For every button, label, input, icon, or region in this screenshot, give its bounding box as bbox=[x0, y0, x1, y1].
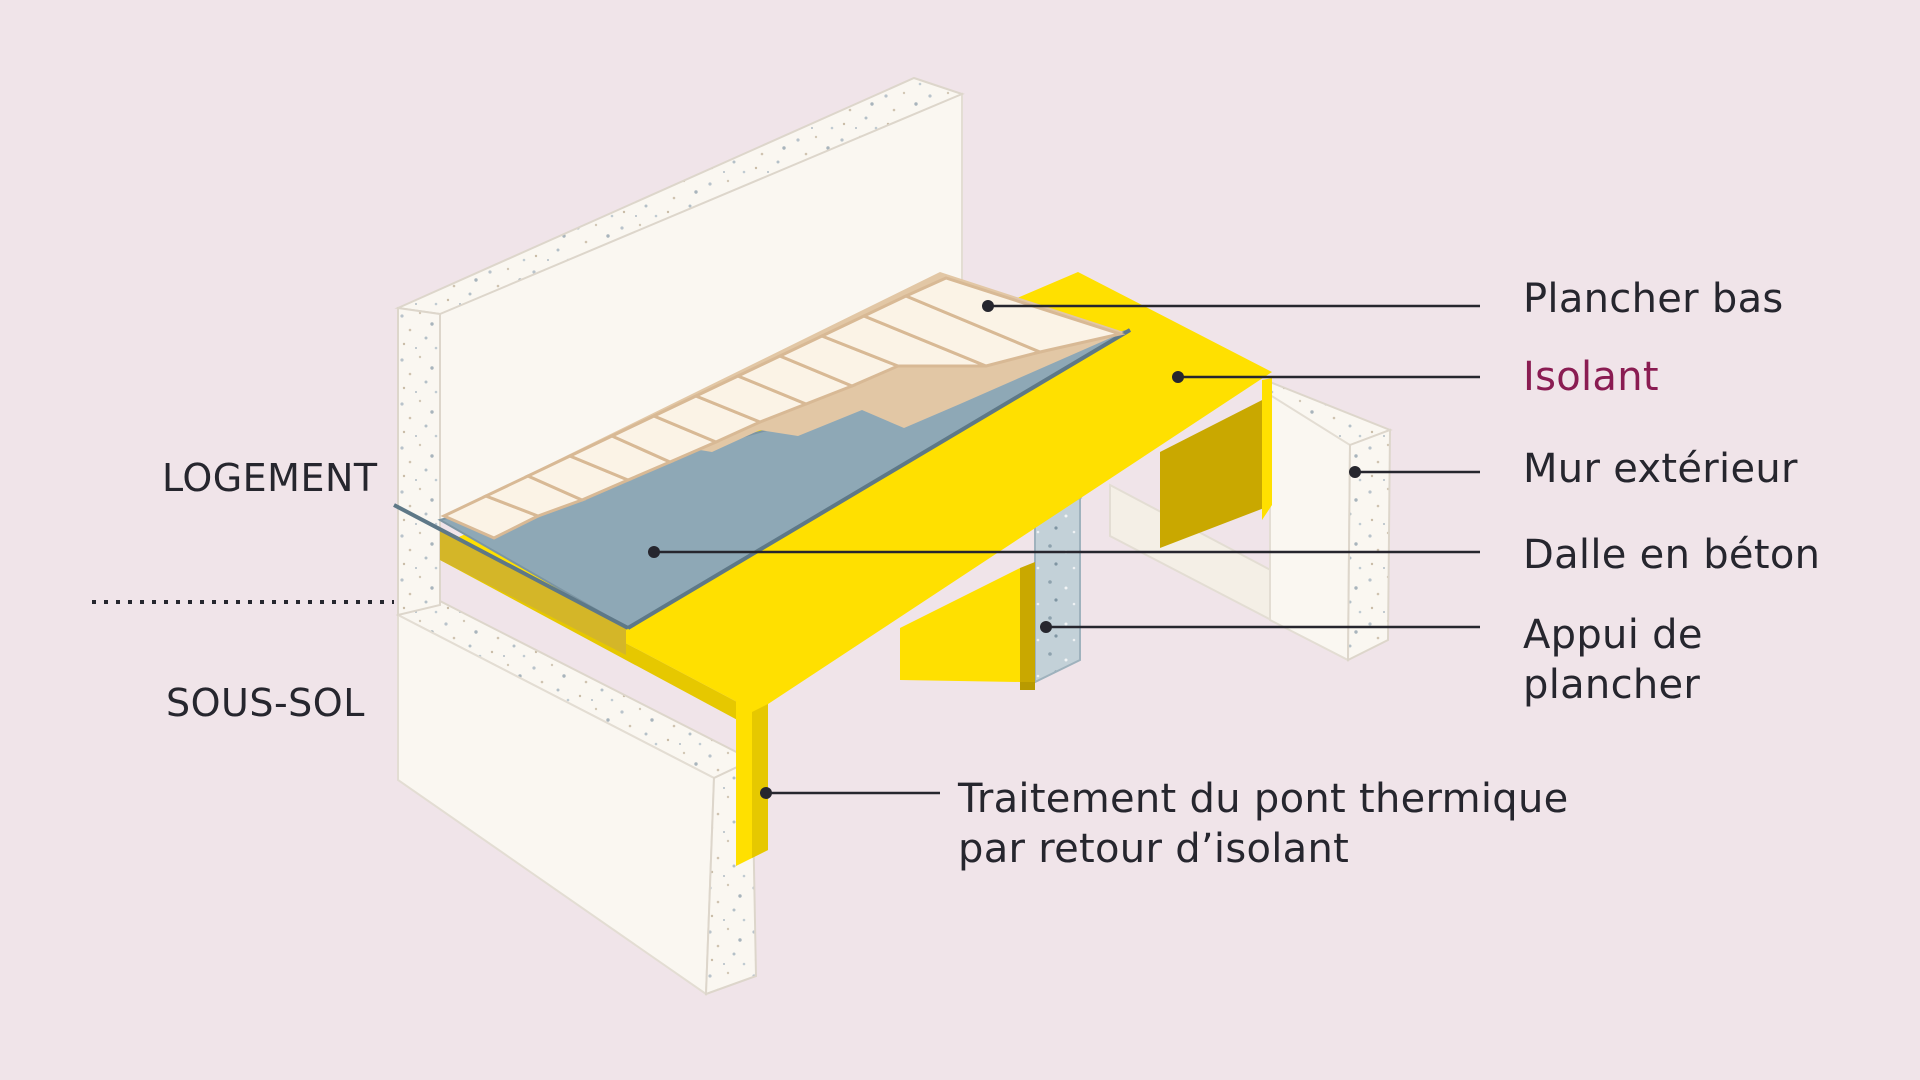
leader-dot-isolant bbox=[1172, 371, 1184, 383]
right-wall-edge bbox=[1346, 428, 1392, 662]
floor-support-face bbox=[1034, 496, 1081, 684]
leader-dot-plancher-bas bbox=[982, 300, 994, 312]
slab-back-edge-line bbox=[626, 328, 1132, 630]
label-appui-plancher: Appui de plancher bbox=[1523, 612, 1703, 708]
front-joist bbox=[900, 562, 1035, 690]
label-mur-exterieur: Mur extérieur bbox=[1523, 446, 1798, 492]
leader-dot-dalle-beton bbox=[648, 546, 660, 558]
slab-edge-line bbox=[393, 503, 629, 630]
label-traitement: Traitement du pont thermique par retour … bbox=[958, 776, 1569, 872]
back-joist-front bbox=[1262, 378, 1272, 520]
insulation-return-side bbox=[752, 704, 768, 858]
label-plancher-bas: Plancher bas bbox=[1523, 276, 1784, 322]
leader-dot-appui-plancher bbox=[1040, 621, 1052, 633]
leader-dot-mur-exterieur bbox=[1349, 466, 1361, 478]
back-joist-side bbox=[1160, 395, 1272, 548]
leader-lines bbox=[648, 300, 1480, 799]
back-joist bbox=[1160, 378, 1272, 548]
front-joist-side bbox=[1020, 562, 1035, 682]
basement-wall bbox=[395, 596, 758, 996]
zone-label-logement: LOGEMENT bbox=[162, 456, 378, 500]
label-isolant: Isolant bbox=[1523, 354, 1659, 400]
front-joist-shadow bbox=[1020, 682, 1035, 690]
floorboards bbox=[440, 272, 1126, 540]
floorboard bbox=[902, 276, 1126, 354]
front-joist-underside bbox=[900, 568, 1020, 682]
leader-dot-traitement bbox=[760, 787, 772, 799]
back-wall-edge bbox=[397, 306, 441, 617]
insulation-left-band bbox=[440, 530, 626, 655]
label-dalle-beton: Dalle en béton bbox=[1523, 532, 1821, 578]
zone-label-sous-sol: SOUS-SOL bbox=[166, 681, 365, 725]
